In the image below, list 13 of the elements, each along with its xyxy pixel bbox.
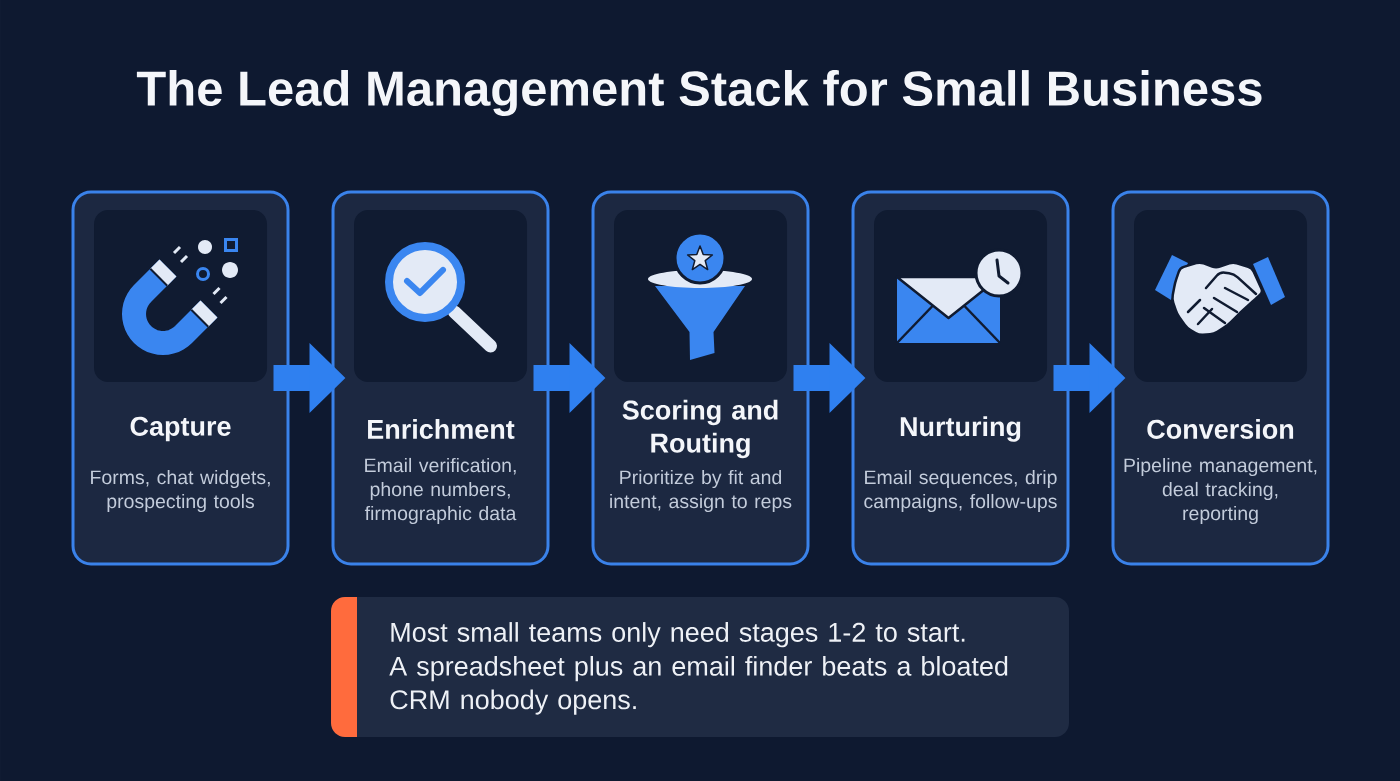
- stage-description: Prioritize by fit and intent, assign to reps: [610, 469, 792, 513]
- stage-description: Email verification, phone numbers, firmographic data: [364, 457, 517, 525]
- callout-text: A spreadsheet plus an email finder beats a bloated CRM nobody opens.: [389, 655, 1008, 715]
- stage-description: Email sequences, drip campaigns, follow-ups: [864, 469, 1057, 513]
- stage-description: Pipeline management, deal tracking, reporting: [1124, 457, 1317, 525]
- title: The Lead Management Stack for Small Business: [136, 70, 1262, 116]
- stage-description: Forms, chat widgets, prospecting tools: [91, 469, 270, 513]
- stage-title: Nurturing: [900, 416, 1021, 442]
- stage-title: Scoring and Routing: [622, 399, 778, 459]
- callout-text: Most small teams only need stages 1-2 to start.: [391, 622, 965, 648]
- stage-title: Enrichment: [368, 419, 515, 439]
- stage-title: Capture: [130, 416, 231, 442]
- stage-title: Conversion: [1147, 419, 1294, 439]
